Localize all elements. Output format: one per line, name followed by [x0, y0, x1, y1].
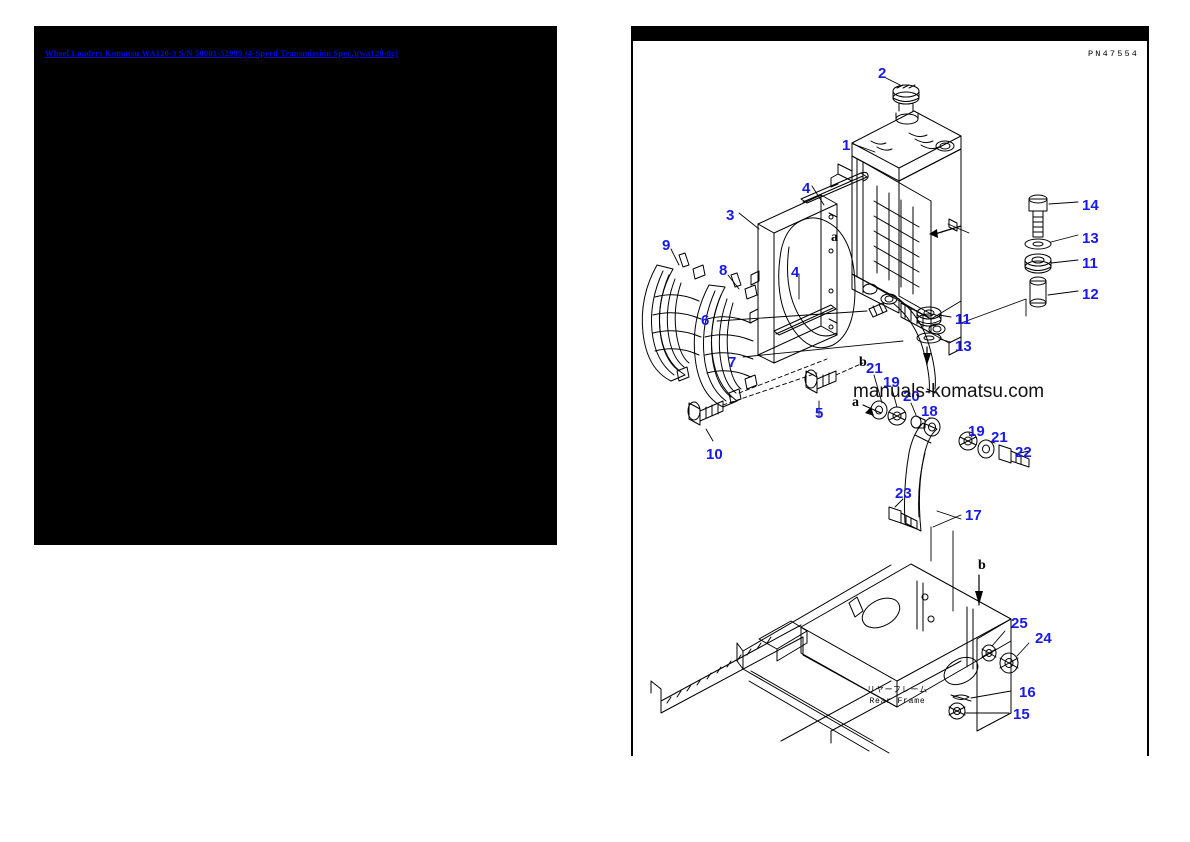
part-bolt-5: [804, 369, 837, 394]
leader-lines-hardware-right: [960, 201, 1079, 324]
callout-number: 5: [815, 405, 824, 422]
callout-number: 8: [719, 262, 728, 279]
callout-number: 11: [955, 311, 971, 328]
callout-number: 9: [662, 237, 671, 254]
parts-exploded-drawing: [641, 76, 1079, 754]
leader-lines-hardware-lower: [938, 314, 952, 343]
part-radiator-cap: [892, 84, 920, 112]
callout-number: 6: [701, 312, 710, 329]
callout-number: 17: [965, 507, 982, 524]
callout-number: 3: [726, 207, 735, 224]
callout-number: 16: [1019, 684, 1036, 701]
callout-number: 13: [955, 338, 972, 355]
section-letter: a: [852, 395, 859, 410]
section-letter: b: [859, 355, 867, 370]
callout-number: 19: [883, 374, 900, 391]
part-bolt-10: [687, 400, 724, 426]
document-preview-panel: Wheel Loaders Komatsu WA120-3 S/N 50001-…: [34, 26, 557, 545]
part-fan-guard-8: [693, 272, 758, 408]
diagram-border-left: [631, 41, 633, 756]
part-hardware-cluster-right: [958, 431, 1030, 468]
document-title-link[interactable]: Wheel Loaders Komatsu WA120-3 S/N 50001-…: [45, 48, 399, 58]
section-letter: b: [978, 558, 986, 573]
part-bracket-17: [904, 422, 938, 532]
part-fan-shroud: [749, 171, 869, 364]
part-hardware-25: [981, 644, 997, 662]
part-washer-13-upper: [1024, 238, 1052, 250]
callout-number: 23: [895, 485, 912, 502]
callout-number: 12: [1082, 286, 1099, 303]
leader-lines-cluster: [873, 374, 1030, 520]
leader-line-bracket: [932, 514, 962, 528]
leader-lines-bottom-hardware: [964, 630, 1030, 714]
rear-frame-label: リヤーフレーム Rear Frame: [867, 686, 928, 708]
section-arrow-a-lower: [862, 404, 882, 416]
part-hardware-16: [950, 694, 972, 702]
leader-lines-radiator: [852, 76, 970, 234]
part-mount-11-upper: [1024, 253, 1052, 274]
callout-number: 22: [1015, 444, 1032, 461]
part-rear-frame: [650, 563, 1012, 754]
diagram-page-number: PN47554: [1088, 49, 1140, 59]
part-hardware-15: [948, 702, 966, 720]
callout-number: 24: [1035, 630, 1052, 647]
part-fan-guard-9: [641, 252, 706, 382]
diagram-border-right: [1147, 41, 1149, 756]
leader-frame-links: [930, 526, 954, 612]
leader-lines-bolts: [705, 358, 864, 442]
rear-frame-label-english: Rear Frame: [869, 696, 926, 706]
part-bolt-23: [888, 506, 918, 530]
callout-number: 4: [791, 264, 800, 281]
callout-number: 18: [921, 403, 938, 420]
callout-number: 13: [1082, 230, 1099, 247]
part-bolt-14: [1028, 194, 1048, 238]
parts-diagram-panel: PN47554: [631, 26, 1149, 756]
section-letter: a: [831, 230, 838, 245]
diagram-header-bar: [631, 26, 1149, 41]
part-washer-13-lower: [916, 332, 942, 344]
callout-number: 7: [728, 354, 737, 371]
callout-number: 4: [802, 180, 811, 197]
leader-lines-guards: [670, 248, 740, 290]
section-arrow-b-lower: [975, 574, 983, 606]
part-mount-11-lower: [916, 306, 942, 327]
callout-number: 20: [903, 388, 920, 405]
part-spacer-12: [1029, 276, 1047, 308]
callout-number: 15: [1013, 706, 1030, 723]
rear-frame-label-japanese: リヤーフレーム: [867, 686, 928, 695]
leader-lines-shroud: [738, 185, 825, 300]
callout-number: 25: [1011, 615, 1028, 632]
part-hose-7: [892, 298, 936, 394]
callout-number: 2: [878, 65, 887, 82]
callout-number: 21: [866, 360, 883, 377]
callout-number: 10: [706, 446, 723, 463]
section-arrow-b-upper: [923, 346, 931, 366]
part-clamp-6: [868, 302, 888, 318]
callout-number: 19: [968, 423, 985, 440]
leader-lines-hose: [716, 310, 904, 358]
callout-number: 1: [842, 137, 851, 154]
callout-number: 21: [991, 429, 1008, 446]
callout-number: 14: [1082, 197, 1099, 214]
section-arrow-a-radiator: [929, 225, 962, 238]
callout-number: 11: [1082, 255, 1098, 272]
part-hardware-24: [999, 652, 1019, 674]
